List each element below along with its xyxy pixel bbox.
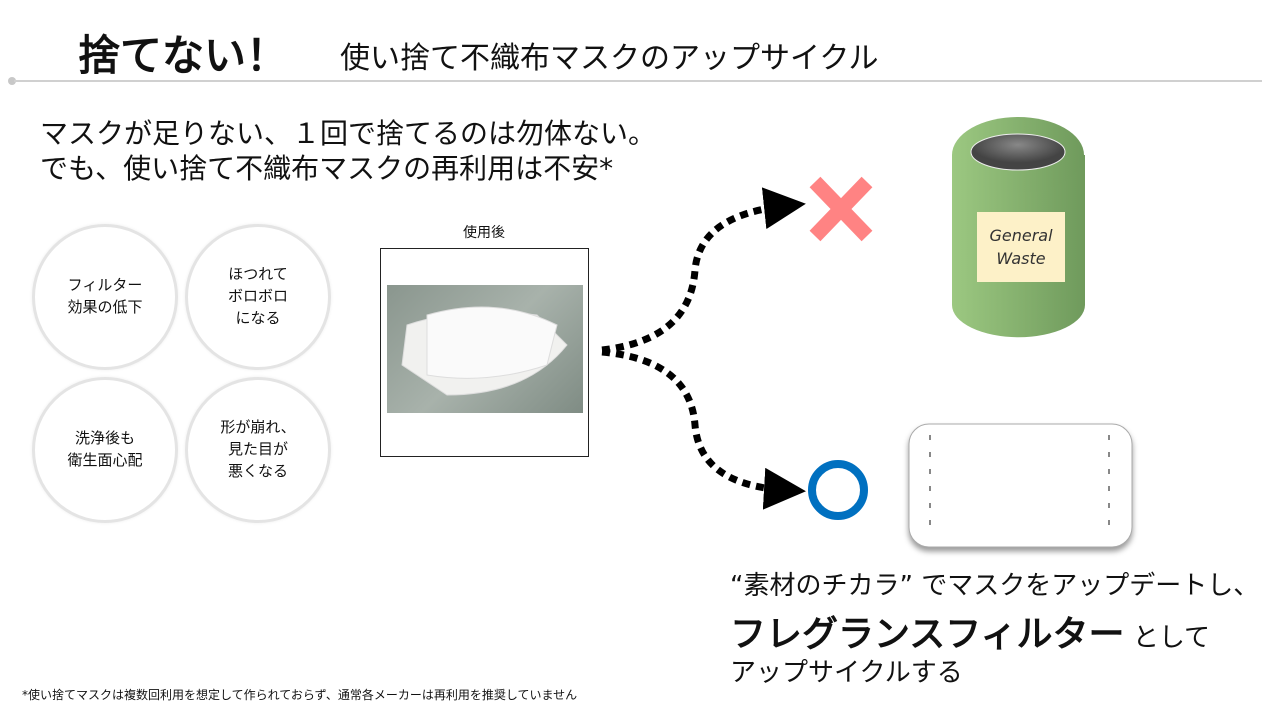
product-name: フレグランスフィルター [730, 614, 1125, 655]
cross-icon [809, 176, 873, 242]
photo-label: 使用後 [463, 225, 505, 241]
rule-dot [8, 77, 16, 85]
bin-label-line-2: Waste [996, 249, 1046, 268]
concern-shape: 形が崩れ、 見た目が 悪くなる [185, 377, 331, 523]
arrow-to-waste [601, 187, 806, 354]
circle-icon [808, 460, 868, 520]
concern-filter: フィルター 効果の低下 [32, 224, 178, 370]
slide-subtitle: 使い捨て不織布マスクのアップサイクル [340, 41, 879, 76]
title-divider [14, 80, 1262, 82]
bin-label-line-1: General [989, 226, 1053, 245]
slide-title: 捨てない！ [78, 31, 289, 80]
lead-line-2: でも、使い捨て不織布マスクの再利用は不安* [40, 152, 614, 185]
arrow-to-upcycle [601, 348, 806, 510]
footnote: *使い捨てマスクは複数回利用を想定して作られておらず、通常各メーカーは再利用を推… [22, 688, 578, 702]
concern-hygiene: 洗浄後も 衛生面心配 [32, 377, 178, 523]
conclusion-line-2: フレグランスフィルター として [730, 605, 1210, 657]
conclusion-line-2-rest: として [1132, 623, 1211, 653]
conclusion-line-3: アップサイクルする [730, 658, 963, 688]
upcycled-mask-icon [908, 423, 1133, 548]
concern-fraying: ほつれて ボロボロ になる [185, 224, 331, 370]
lead-line-1: マスクが足りない、１回で捨てるのは勿体ない。 [40, 117, 657, 150]
mask-image [387, 285, 583, 413]
used-mask-photo [380, 248, 589, 457]
conclusion-line-1: “素材のチカラ” でマスクをアップデートし、 [730, 571, 1260, 601]
